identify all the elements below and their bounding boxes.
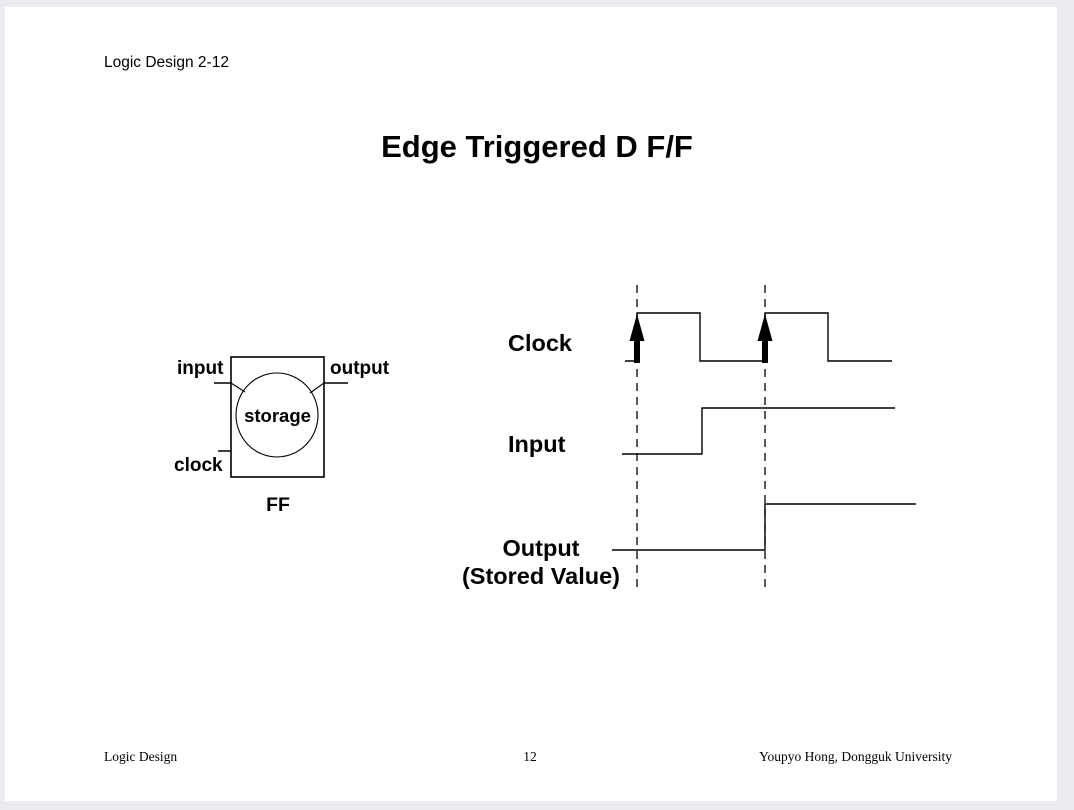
ff-storage-label: storage bbox=[244, 405, 311, 426]
rising-edge-arrow-2 bbox=[757, 314, 773, 363]
timing-output-label-line1: Output bbox=[502, 535, 580, 561]
slide-page bbox=[5, 7, 1057, 801]
ff-name-label: FF bbox=[266, 494, 290, 516]
input-waveform bbox=[622, 407, 895, 455]
slide-title: Edge Triggered D F/F bbox=[381, 129, 693, 164]
ff-output-label: output bbox=[330, 358, 390, 379]
ff-box bbox=[230, 356, 325, 478]
storage-circle bbox=[235, 372, 319, 458]
footer-page-number: 12 bbox=[523, 749, 537, 764]
clock-waveform bbox=[625, 312, 892, 362]
ff-clock-label: clock bbox=[174, 455, 223, 476]
timing-output-label-line2: (Stored Value) bbox=[461, 563, 620, 589]
ff-input-diagonal bbox=[230, 382, 246, 393]
ff-output-diagonal bbox=[309, 382, 325, 394]
timing-input-label: Input bbox=[508, 431, 566, 457]
rising-edge-arrow-1 bbox=[629, 314, 645, 363]
timing-output-label: Output (Stored Value) bbox=[454, 534, 628, 590]
ff-input-label: input bbox=[177, 358, 224, 379]
timing-clock-label: Clock bbox=[508, 330, 572, 356]
output-waveform bbox=[612, 503, 916, 551]
footer-course-label: Logic Design bbox=[104, 749, 178, 764]
footer-author-label: Youpyo Hong, Dongguk University bbox=[759, 749, 952, 764]
slide-header: Logic Design 2-12 bbox=[104, 54, 229, 71]
